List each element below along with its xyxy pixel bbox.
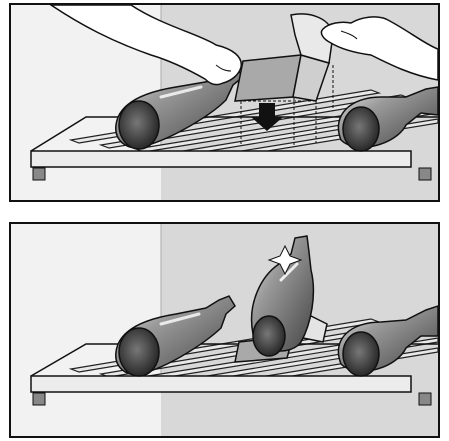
panel-step-1-illustration [11, 5, 438, 200]
panel-step-1 [9, 3, 440, 202]
panel-step-2 [9, 222, 440, 438]
panel-step-2-illustration [11, 224, 438, 436]
